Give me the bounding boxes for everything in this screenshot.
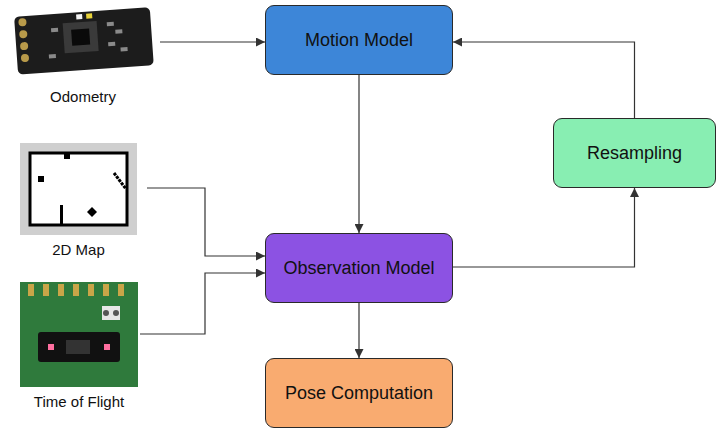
illustration xyxy=(20,143,137,235)
illustration xyxy=(8,2,158,82)
tof-sensor: Time of Flight xyxy=(20,282,138,410)
process-box: Resampling xyxy=(553,118,716,188)
process-box: Observation Model xyxy=(265,233,453,303)
box-label: Resampling xyxy=(587,143,682,164)
flow-arrow xyxy=(358,75,359,233)
illustration xyxy=(20,282,138,387)
map-input: 2D Map xyxy=(20,143,137,258)
odometry-sensor: Odometry xyxy=(8,2,158,105)
box-label: Observation Model xyxy=(283,258,434,279)
pcb-illustration xyxy=(14,7,154,74)
input-caption: Odometry xyxy=(8,88,158,105)
input-caption: Time of Flight xyxy=(20,393,138,410)
flow-arrow xyxy=(160,41,265,42)
box-label: Motion Model xyxy=(305,30,413,51)
flow-arrow xyxy=(147,188,265,256)
process-box: Pose Computation xyxy=(265,358,453,428)
flow-arrow xyxy=(453,188,635,267)
flow-arrow xyxy=(140,273,265,334)
input-caption: 2D Map xyxy=(20,241,137,258)
flow-arrow xyxy=(358,303,359,358)
process-box: Motion Model xyxy=(265,5,453,75)
flow-arrow xyxy=(453,42,635,118)
box-label: Pose Computation xyxy=(285,383,433,404)
pcb-illustration xyxy=(20,282,138,387)
map-illustration xyxy=(20,143,137,235)
